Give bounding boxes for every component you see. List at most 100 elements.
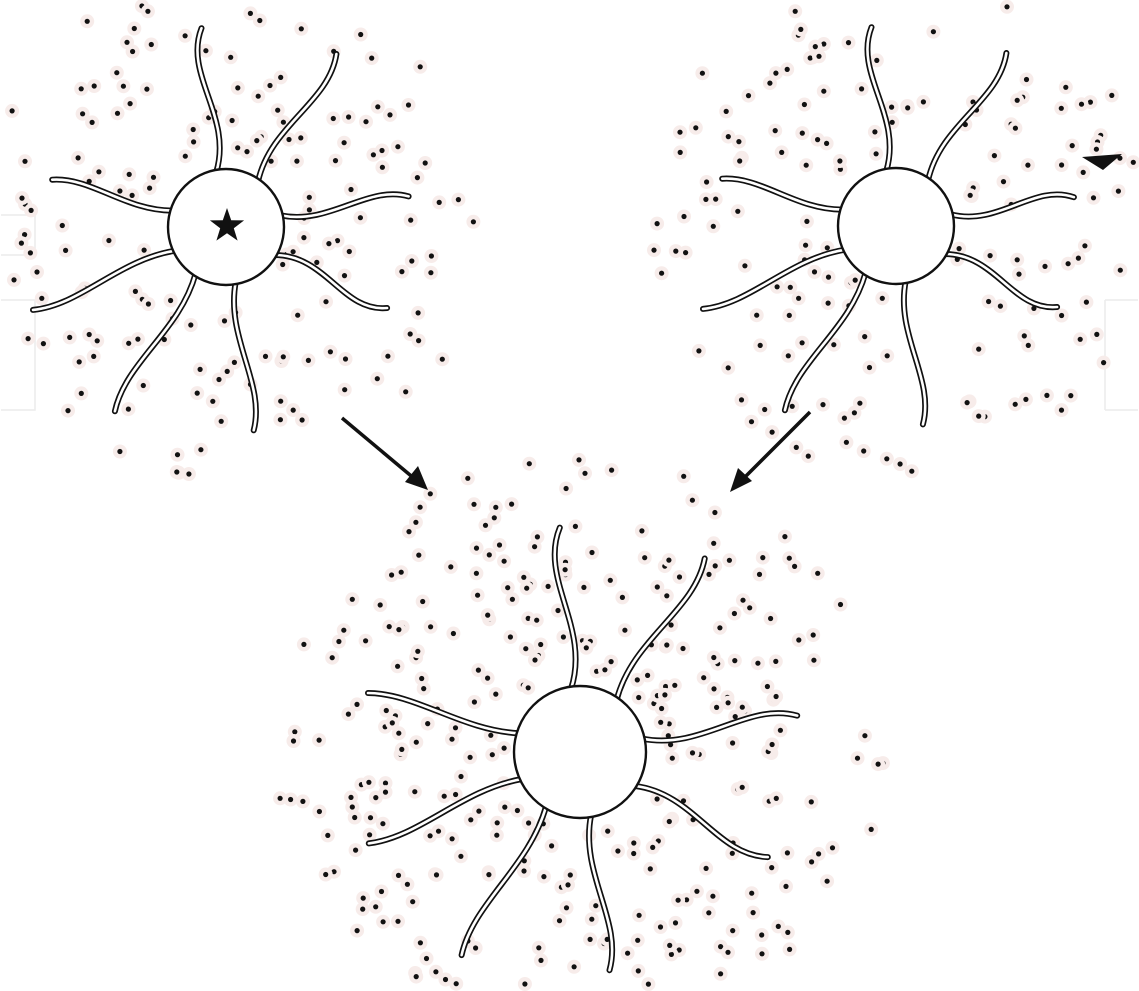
granule-dot bbox=[436, 829, 441, 834]
granule-dot bbox=[495, 820, 500, 825]
granule-dot bbox=[1013, 126, 1018, 131]
granule-dot bbox=[804, 219, 809, 224]
granule-dot bbox=[428, 833, 433, 838]
granule-dot bbox=[412, 789, 417, 794]
granule-dot bbox=[474, 546, 479, 551]
granule-dot bbox=[443, 977, 448, 982]
granule-dot bbox=[117, 449, 122, 454]
granule-dot bbox=[796, 637, 801, 642]
granule-dot bbox=[19, 241, 24, 246]
granule-dot bbox=[416, 553, 421, 558]
granule-dot bbox=[735, 209, 740, 214]
granule-dot bbox=[80, 111, 85, 116]
granule-dot bbox=[314, 260, 319, 265]
granule-dot bbox=[409, 258, 414, 263]
granule-dot bbox=[453, 725, 458, 730]
granule-dot bbox=[183, 33, 188, 38]
granule-dot bbox=[1063, 85, 1068, 90]
granule-dot bbox=[232, 360, 237, 365]
granule-dot bbox=[395, 664, 400, 669]
granule-dot bbox=[198, 447, 203, 452]
granule-dot bbox=[642, 555, 647, 560]
granule-dot bbox=[419, 676, 424, 681]
granule-dot bbox=[350, 804, 355, 809]
cell-top-left bbox=[5, 0, 480, 481]
granule-dot bbox=[502, 746, 507, 751]
granule-dot bbox=[635, 677, 640, 682]
granule-dot bbox=[770, 742, 775, 747]
granule-dot bbox=[957, 246, 962, 251]
granule-dot bbox=[244, 149, 249, 154]
granule-dot bbox=[476, 809, 481, 814]
granule-dot bbox=[63, 248, 68, 253]
granule-dot bbox=[639, 528, 644, 533]
granule-dot bbox=[568, 872, 573, 877]
granule-dot bbox=[342, 140, 347, 145]
granule-dot bbox=[739, 397, 744, 402]
granule-dot bbox=[300, 799, 305, 804]
granule-dot bbox=[700, 71, 705, 76]
granule-dot bbox=[713, 197, 718, 202]
granule-dot bbox=[307, 195, 312, 200]
granule-dot bbox=[1088, 100, 1093, 105]
granule-dot bbox=[659, 271, 664, 276]
granule-dot bbox=[216, 377, 221, 382]
granule-dot bbox=[796, 296, 801, 301]
granule-dot bbox=[475, 593, 480, 598]
granule-dot bbox=[809, 859, 814, 864]
granule-dot bbox=[846, 40, 851, 45]
granule-dot bbox=[434, 872, 439, 877]
granule-dot bbox=[323, 299, 328, 304]
granule-dot bbox=[602, 667, 607, 672]
granule-dot bbox=[724, 109, 729, 114]
granule-dot bbox=[485, 676, 490, 681]
granule-dot bbox=[275, 108, 280, 113]
granule-dot bbox=[889, 105, 894, 110]
granule-dot bbox=[28, 250, 33, 255]
granule-dot bbox=[1094, 147, 1099, 152]
granule-dot bbox=[358, 215, 363, 220]
granule-dot bbox=[235, 145, 240, 150]
granule-dot bbox=[474, 571, 479, 576]
granule-dot bbox=[483, 523, 488, 528]
granule-dot bbox=[456, 197, 461, 202]
granule-dot bbox=[410, 899, 415, 904]
granule-dot bbox=[26, 336, 31, 341]
granule-dot bbox=[549, 843, 554, 848]
granule-dot bbox=[1059, 106, 1064, 111]
granule-dot bbox=[399, 570, 404, 575]
granule-dot bbox=[844, 440, 849, 445]
granule-dot bbox=[415, 649, 420, 654]
granule-dot bbox=[117, 188, 122, 193]
granule-dot bbox=[128, 101, 133, 106]
granule-dot bbox=[399, 269, 404, 274]
granule-dot bbox=[147, 186, 152, 191]
granule-dot bbox=[363, 119, 368, 124]
granule-dot bbox=[790, 404, 795, 409]
granule-dot bbox=[328, 349, 333, 354]
granule-dot bbox=[733, 714, 738, 719]
granule-dot bbox=[336, 639, 341, 644]
granule-dot bbox=[317, 738, 322, 743]
granule-dot bbox=[701, 675, 706, 680]
granule-dot bbox=[325, 833, 330, 838]
granule-dot bbox=[730, 740, 735, 745]
granule-dot bbox=[346, 114, 351, 119]
granule-dot bbox=[130, 49, 135, 54]
granule-dot bbox=[515, 808, 520, 813]
granule-dot bbox=[114, 70, 119, 75]
granule-dot bbox=[667, 943, 672, 948]
granule-dot bbox=[804, 163, 809, 168]
granule-dot bbox=[757, 572, 762, 577]
granule-dot bbox=[825, 245, 830, 250]
granule-dot bbox=[508, 634, 513, 639]
granule-dot bbox=[706, 910, 711, 915]
granule-dot bbox=[703, 197, 708, 202]
granule-dot bbox=[862, 334, 867, 339]
granule-dot bbox=[931, 29, 936, 34]
granule-dot bbox=[557, 918, 562, 923]
granule-dot bbox=[333, 158, 338, 163]
granule-dot bbox=[681, 474, 686, 479]
granule-dot bbox=[826, 275, 831, 280]
